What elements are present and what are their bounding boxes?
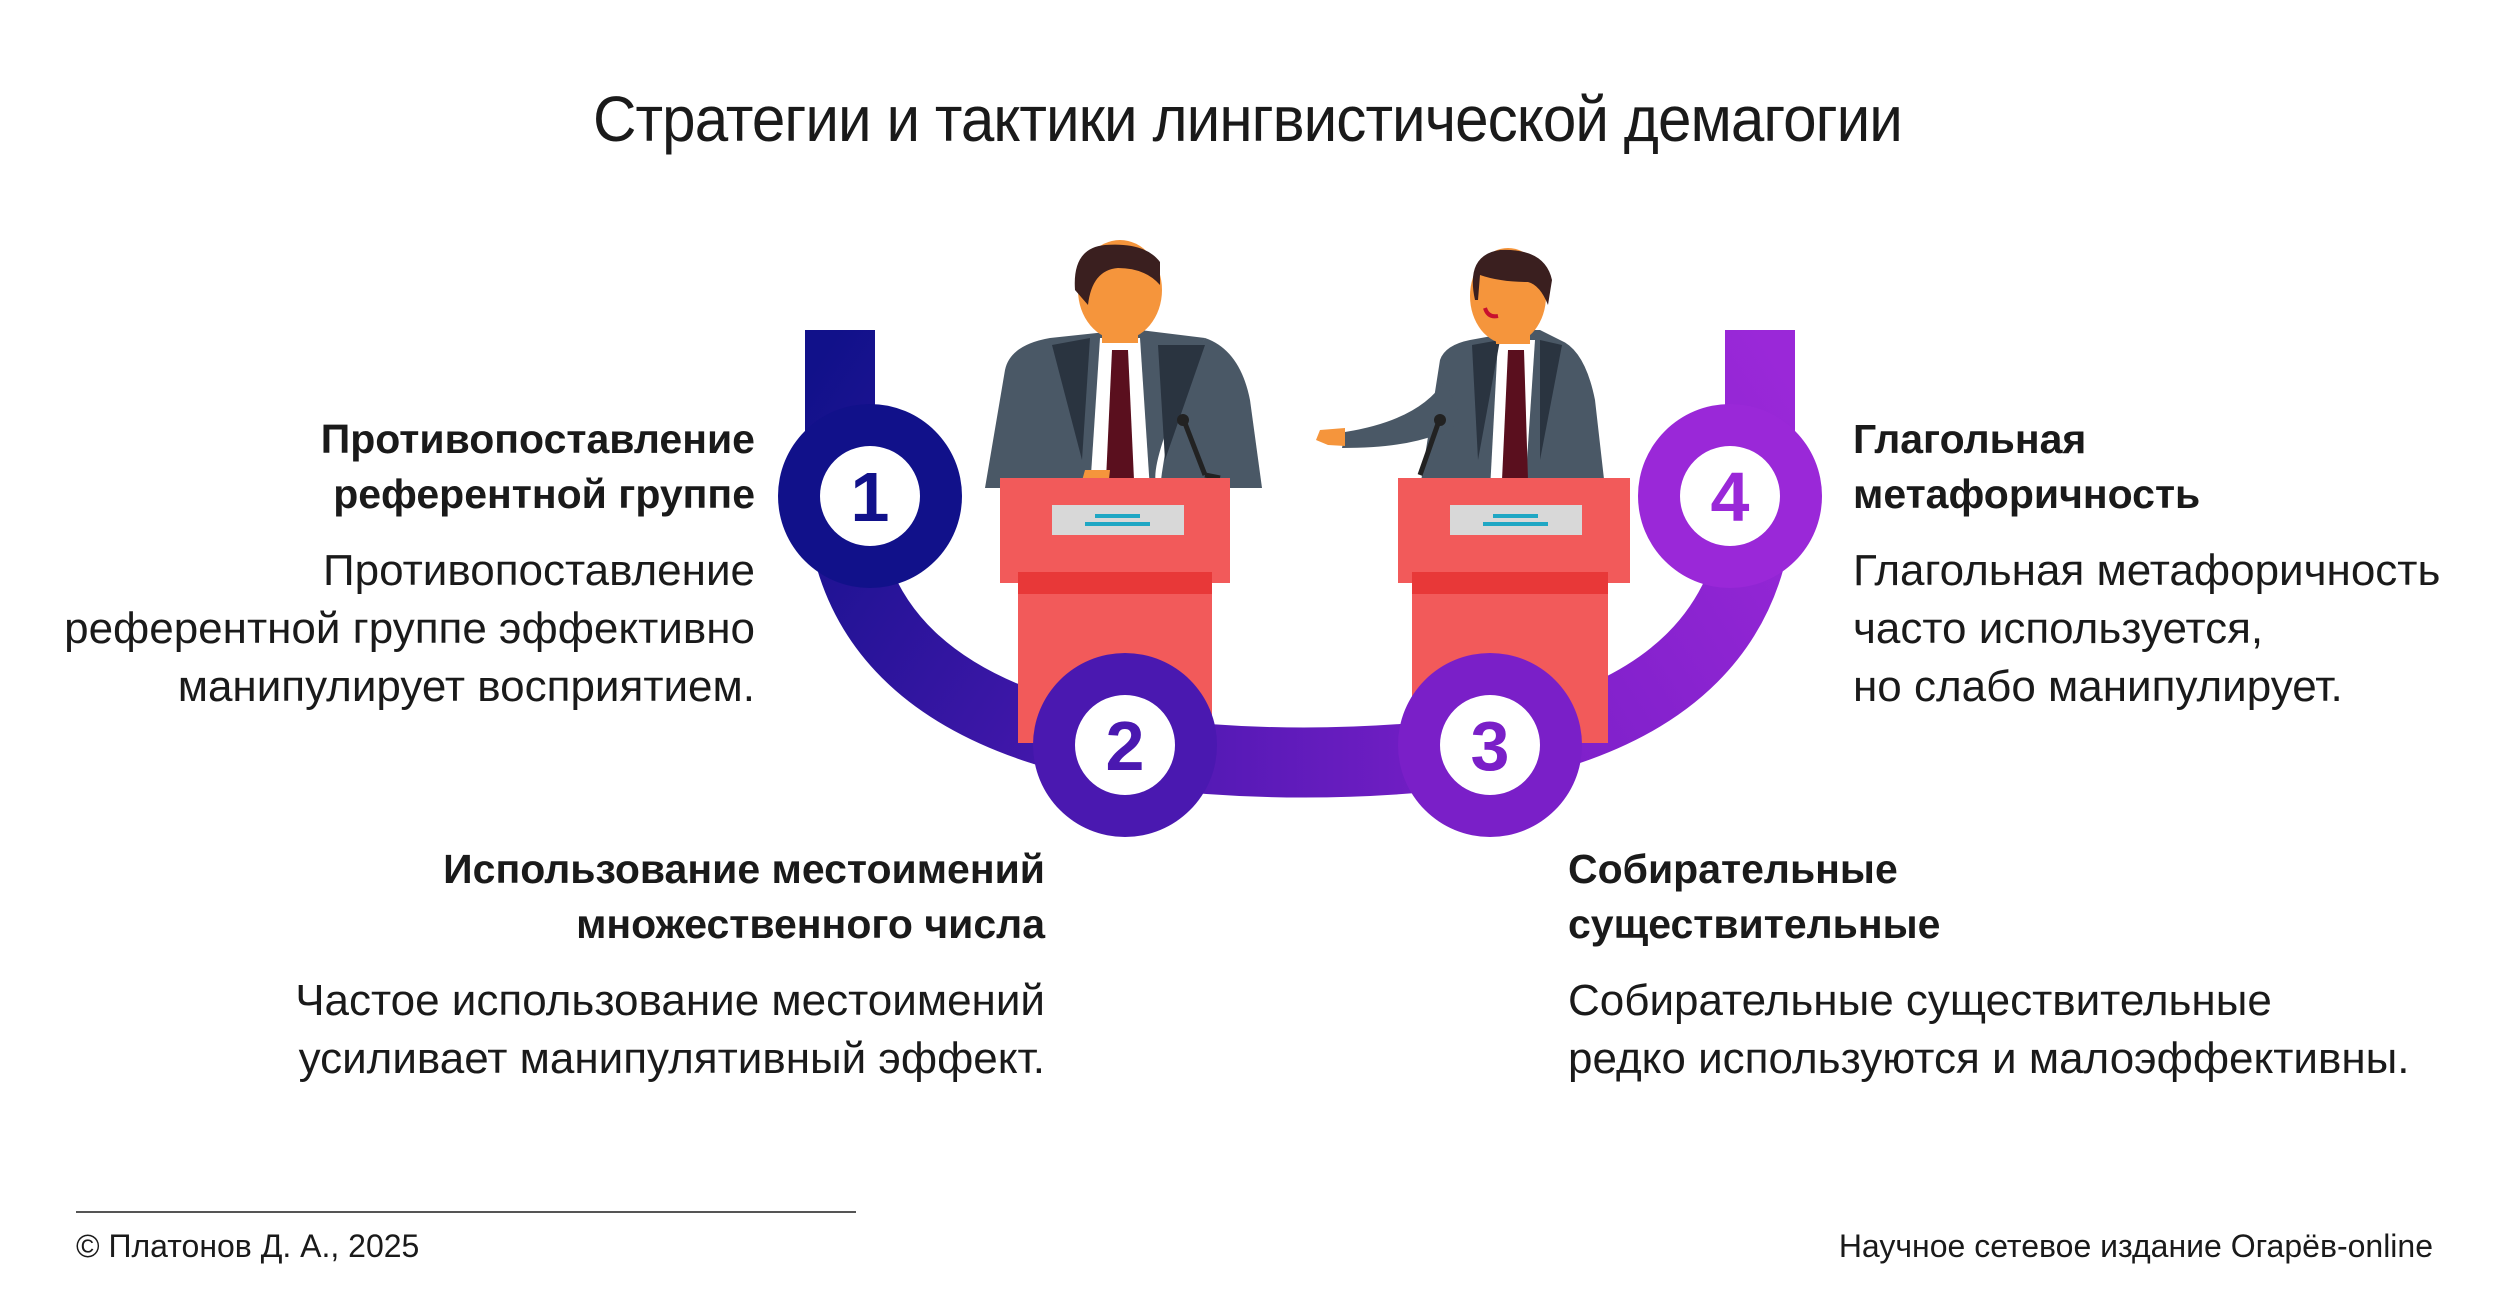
footer-copyright: © Платонов Д. А., 2025 [76,1228,420,1264]
step-1-text: Противопоставление референтной группе эф… [64,546,755,711]
step-3-heading: Собирательные существительные [1568,846,1941,947]
right-speaker-hand [1316,428,1345,446]
left-speaker [985,240,1262,492]
right-speaker [1316,248,1605,492]
step-4-block: Глагольная метафоричность Глагольная мет… [1853,412,2440,716]
page-title: Стратегии и тактики лингвистической дема… [593,83,1903,155]
badge-3-number: 3 [1471,707,1510,785]
footer-publisher: Научное сетевое издание Огарёв-online [1838,1228,2433,1264]
badge-1: 1 [778,404,962,588]
step-4-text: Глагольная метафоричность часто использу… [1853,546,2441,711]
footer-divider [76,1211,856,1213]
step-3-text: Собирательные существительные редко испо… [1568,976,2410,1083]
right-speaker-tie [1502,350,1528,492]
left-speaker-tie [1106,350,1134,492]
step-2-heading: Использование местоимений множественного… [443,846,1045,947]
step-2-text: Частое использование местоимений усилива… [295,976,1045,1083]
left-speaker-hair [1074,244,1160,305]
badge-4: 4 [1638,404,1822,588]
badge-2: 2 [1033,653,1217,837]
step-4-heading: Глагольная метафоричность [1853,416,2201,517]
badge-2-number: 2 [1106,707,1145,785]
right-speaker-arm [1342,380,1462,448]
badge-4-number: 4 [1711,458,1750,536]
step-1-heading: Противопоставление референтной группе [320,416,755,517]
left-speaker-suit [985,330,1205,488]
badge-1-number: 1 [851,458,890,536]
right-speaker-hair [1472,249,1552,305]
step-3-block: Собирательные существительные Собиратель… [1568,842,2410,1088]
step-1-block: Противопоставление референтной группе Пр… [64,412,755,716]
badge-3: 3 [1398,653,1582,837]
step-2-block: Использование местоимений множественного… [295,842,1045,1088]
